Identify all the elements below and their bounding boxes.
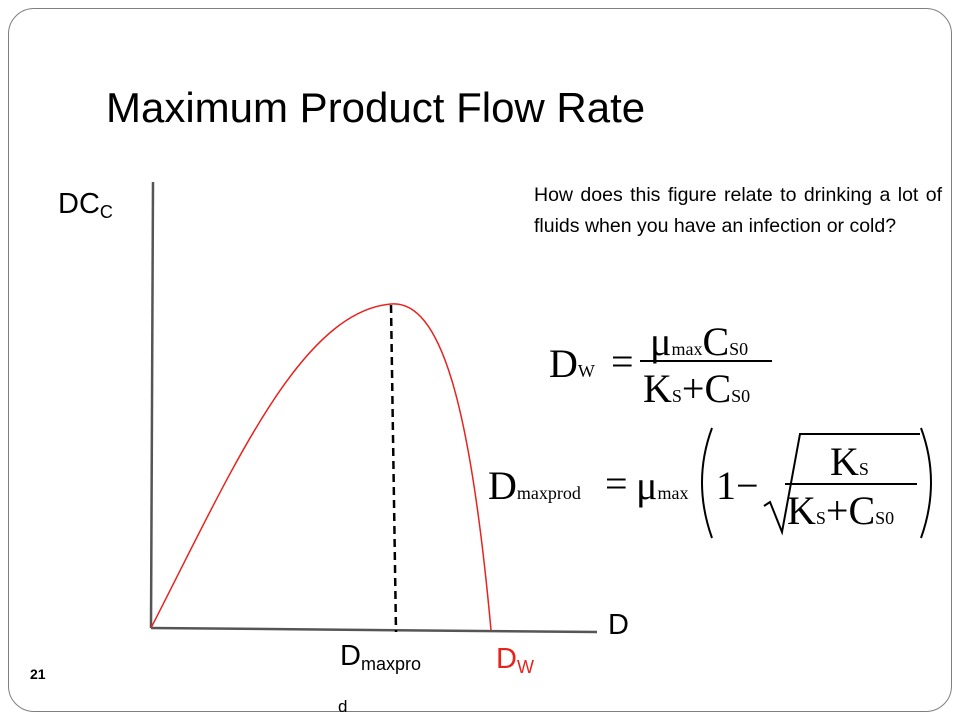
question-text: How does this figure relate to drinking … (534, 184, 942, 237)
dw-equation-denominator: KS+CS0 (643, 366, 751, 411)
dw-equation-lhs: DW (549, 341, 595, 386)
sqrt-sign (763, 433, 920, 536)
dmaxprod-equation-one-minus: 1− (716, 463, 759, 508)
dmaxprod-equation-lhs: Dmaxprod (488, 463, 581, 508)
y-axis (149, 181, 155, 629)
product-rate-curve (150, 303, 492, 631)
left-paren (701, 427, 713, 539)
slide-number: 21 (30, 666, 46, 682)
dmaxprod-label-wrap: d (338, 697, 348, 716)
dmaxprod-label-sub: maxpro (360, 654, 421, 674)
dw-equation-numerator: μmaxCS0 (650, 319, 749, 364)
slide-title: Maximum Product Flow Rate (106, 84, 646, 131)
dmaxprod-equation-denominator: KS+CS0 (787, 488, 895, 533)
x-axis (150, 626, 598, 634)
dmaxprod-equation-equals: = (605, 461, 628, 506)
dw-label: DW (496, 643, 534, 677)
dmaxprod-label: Dmaxpro (340, 640, 421, 674)
x-axis-label: D (608, 609, 629, 641)
y-axis-label-sub: C (99, 202, 113, 222)
dmaxprod-dashed-line (389, 304, 398, 633)
dw-equation-equals: = (611, 339, 634, 384)
slide-frame (8, 8, 952, 712)
dmaxprod-equation-mu: μmax (636, 463, 689, 508)
dmaxprod-equation-numerator: KS (830, 439, 869, 484)
dw-label-sub: W (516, 657, 534, 677)
right-paren (920, 427, 932, 539)
y-axis-label: DCC (58, 188, 113, 222)
